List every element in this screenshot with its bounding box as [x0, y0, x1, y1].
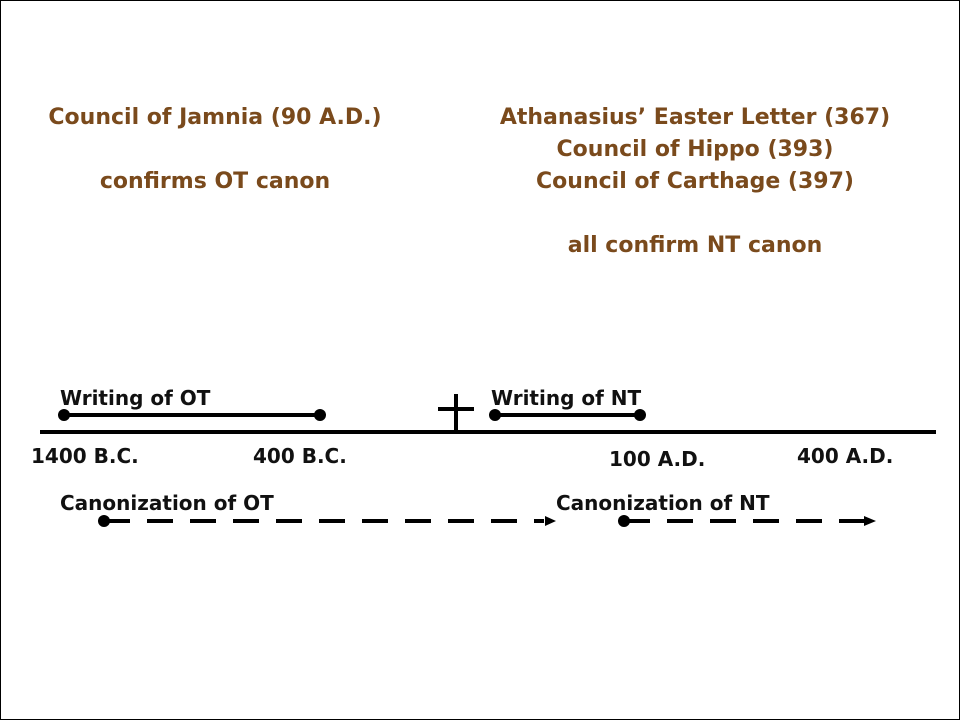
nt-councils-block: Athanasius’ Easter Letter (367) Council …: [480, 102, 910, 262]
nt-council-line: Council of Carthage (397): [536, 169, 854, 194]
date-label-400bc: 400 B.C.: [253, 444, 347, 468]
canonization-ot-start-dot: [98, 515, 110, 527]
writing-ot-end-dot: [314, 409, 326, 421]
date-label-1400bc: 1400 B.C.: [31, 444, 139, 468]
writing-ot-label: Writing of OT: [60, 386, 211, 410]
ot-council-block: Council of Jamnia (90 A.D.) confirms OT …: [30, 102, 400, 198]
nt-council-line: Council of Hippo (393): [556, 137, 834, 162]
writing-nt-label: Writing of NT: [491, 386, 642, 410]
writing-nt-end-dot: [634, 409, 646, 421]
ot-council-line: confirms OT canon: [99, 169, 331, 194]
date-label-100ad: 100 A.D.: [609, 447, 706, 471]
writing-ot-start-dot: [58, 409, 70, 421]
canonization-nt-label: Canonization of NT: [556, 491, 770, 515]
writing-nt-start-dot: [489, 409, 501, 421]
writing-nt-span: [489, 409, 646, 421]
cross-icon: [438, 394, 474, 432]
date-label-400ad: 400 A.D.: [797, 444, 894, 468]
canonization-nt-arrow: [618, 515, 876, 527]
ot-council-line: Council of Jamnia (90 A.D.): [48, 105, 382, 130]
canonization-nt-start-dot: [618, 515, 630, 527]
canonization-ot-arrow: [98, 515, 556, 527]
nt-council-line: Athanasius’ Easter Letter (367): [499, 105, 891, 130]
canonization-ot-label: Canonization of OT: [60, 491, 274, 515]
nt-council-line: all confirm NT canon: [567, 233, 823, 258]
writing-ot-span: [58, 409, 326, 421]
